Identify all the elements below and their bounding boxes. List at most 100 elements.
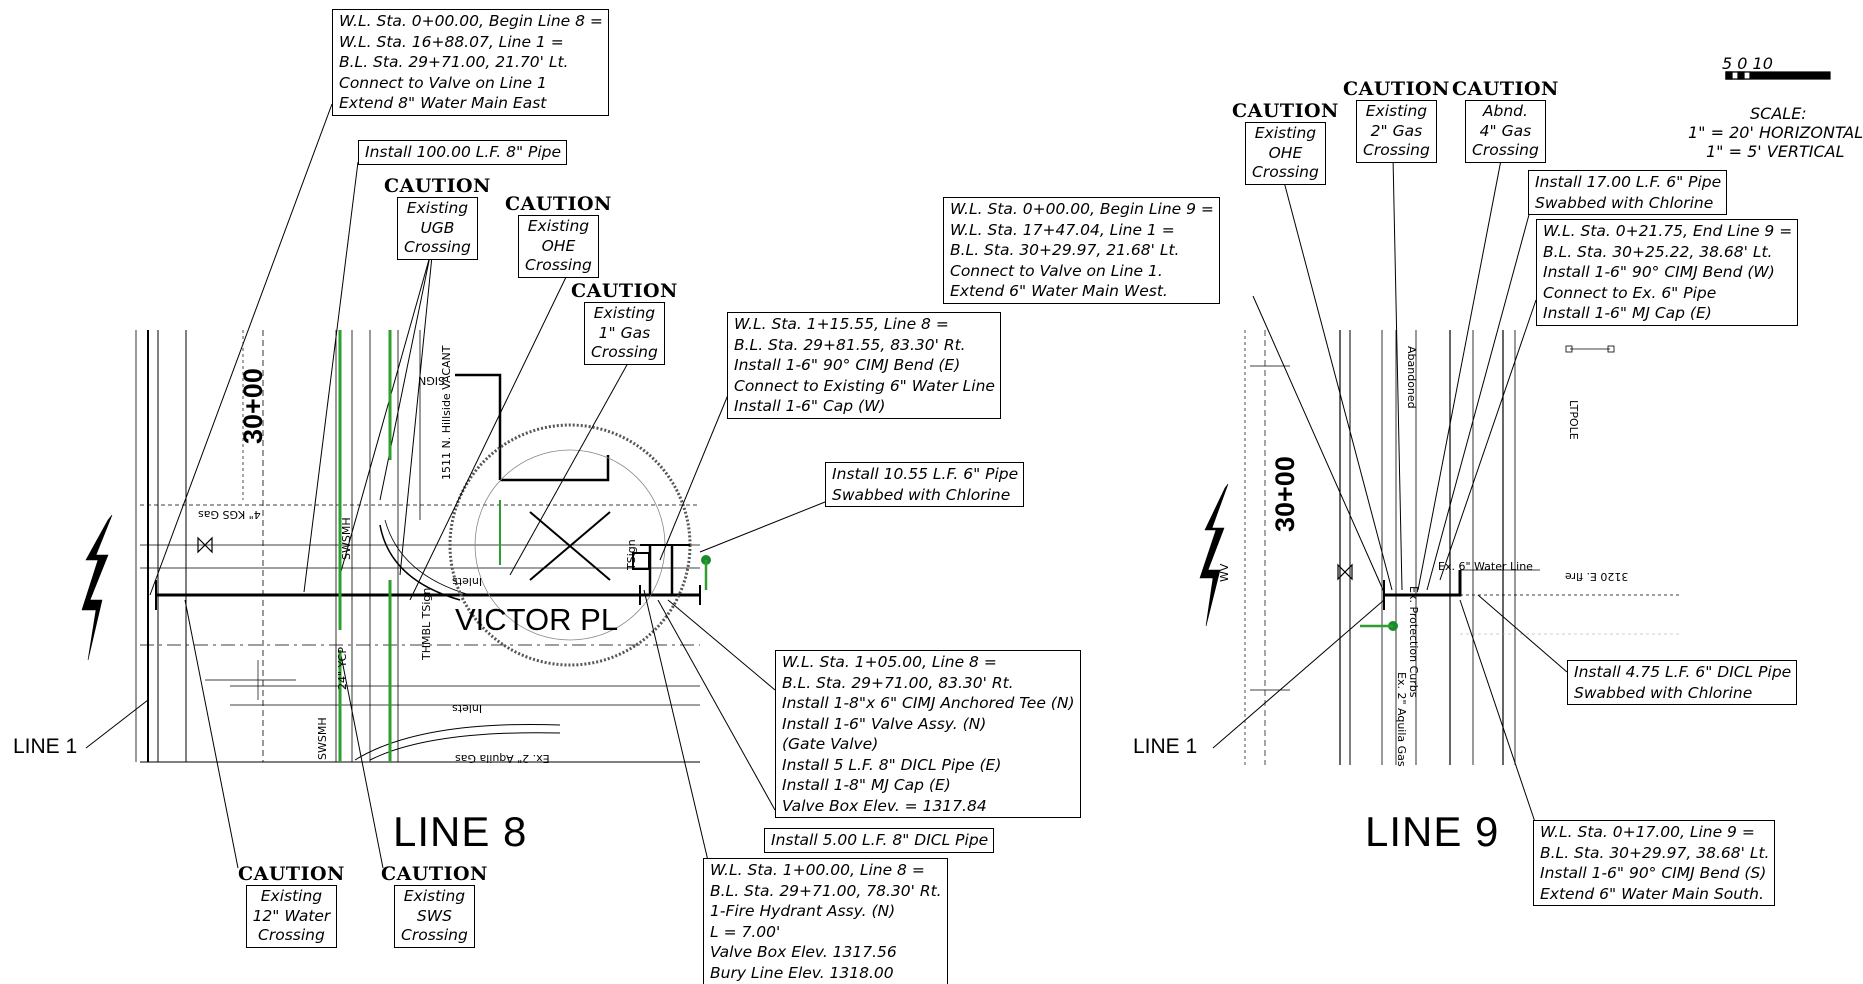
- caution-box: Existing 2" Gas Crossing: [1356, 100, 1437, 163]
- note-line9-017: W.L. Sta. 0+17.00, Line 9 = B.L. Sta. 30…: [1533, 820, 1776, 906]
- note-line9-begin: W.L. Sta. 0+00.00, Begin Line 9 = W.L. S…: [943, 197, 1220, 304]
- note-text: Connect to Valve on Line 1: [339, 73, 547, 92]
- note-text: B.L. Sta. 29+71.00, 78.30' Rt.: [710, 881, 942, 900]
- thmbl-label: THMBL TSign: [420, 587, 433, 660]
- caution-box: Existing 12" Water Crossing: [245, 885, 338, 948]
- tsign-label: TSign: [625, 539, 638, 570]
- note-text: B.L. Sta. 30+25.22, 38.68' Lt.: [1543, 242, 1773, 261]
- caution-title: CAUTION: [1232, 100, 1339, 122]
- note-line9-end: W.L. Sta. 0+21.75, End Line 9 = B.L. Sta…: [1536, 219, 1799, 326]
- caution-text: Existing: [1365, 102, 1428, 120]
- caution-text: Crossing: [591, 343, 658, 361]
- abandoned-label: Abandoned: [1405, 346, 1418, 409]
- caution-box: Existing 1" Gas Crossing: [584, 302, 665, 365]
- caution-text: OHE: [1268, 143, 1303, 162]
- caution-sws: CAUTION Existing SWS Crossing: [381, 863, 488, 948]
- caution-ohe-right: CAUTION Existing OHE Crossing: [1232, 100, 1339, 185]
- caution-water12: CAUTION Existing 12" Water Crossing: [238, 863, 345, 948]
- note-text: B.L. Sta. 29+71.00, 83.30' Rt.: [782, 673, 1014, 692]
- caution-text: Existing: [1254, 124, 1317, 142]
- inlets-label-bottom: Inlets: [452, 702, 483, 715]
- caution-text: 12" Water: [252, 906, 331, 925]
- wv-label: WV: [1218, 563, 1231, 582]
- note-install-1055: Install 10.55 L.F. 6" Pipe Swabbed with …: [825, 462, 1025, 507]
- note-text: Install 1-6" MJ Cap (E): [1543, 304, 1712, 322]
- ycp-label: 24" YCP: [336, 647, 349, 690]
- caution-ugb: CAUTION Existing UGB Crossing: [384, 175, 491, 260]
- note-text: Install 1-8"x 6" CIMJ Anchored Tee (N): [782, 694, 1075, 712]
- note-text: (Gate Valve): [782, 735, 879, 753]
- caution-text: Existing: [260, 887, 323, 905]
- caution-title: CAUTION: [1343, 78, 1450, 100]
- caution-text: Existing: [406, 199, 469, 217]
- note-text: W.L. Sta. 0+21.75, End Line 9 =: [1543, 222, 1793, 240]
- caution-text: 4" Gas: [1479, 121, 1532, 140]
- address-label: 3120 E. flre: [1565, 570, 1629, 583]
- note-text: B.L. Sta. 30+29.97, 21.68' Lt.: [950, 241, 1180, 259]
- caution-text: Crossing: [1363, 141, 1430, 159]
- station-label-right: 30+00: [1270, 456, 1300, 532]
- caution-box: Existing SWS Crossing: [394, 885, 475, 948]
- caution-text: Existing: [527, 217, 590, 235]
- plan-drawing: [81, 71, 1831, 869]
- ex-protection-label: Ex. Protection Curbs: [1407, 586, 1420, 698]
- caution-gas2: CAUTION Existing 2" Gas Crossing: [1343, 78, 1450, 163]
- note-text: Install 10.55 L.F. 6" Pipe: [832, 465, 1019, 483]
- hillside-label: 1511 N. Hillside VACANT: [440, 345, 453, 481]
- caution-text: Crossing: [525, 256, 592, 274]
- kgs-gas-label: 4" KGS Gas: [198, 508, 261, 521]
- caution-box: Existing OHE Crossing: [518, 215, 599, 278]
- note-text: Connect to Existing 6" Water Line: [734, 376, 995, 395]
- note-text: Install 5.00 L.F. 8" DICL Pipe: [771, 831, 989, 849]
- note-text: Install 4.75 L.F. 6" DICL Pipe: [1574, 663, 1792, 681]
- note-text: W.L. Sta. 0+17.00, Line 9 =: [1540, 823, 1755, 841]
- note-text: W.L. Sta. 0+00.00, Begin Line 9 =: [950, 200, 1214, 218]
- line1-tag-left: LINE 1: [13, 735, 78, 758]
- caution-text: 2" Gas: [1370, 121, 1423, 140]
- caution-title: CAUTION: [571, 280, 678, 302]
- note-text: Valve Box Elev. = 1317.84: [782, 796, 987, 815]
- note-text: Install 1-6" Cap (W): [734, 397, 886, 415]
- line8-title: LINE 8: [393, 808, 528, 855]
- caution-title: CAUTION: [505, 193, 612, 215]
- scale-title: SCALE:: [1750, 104, 1807, 123]
- note-text: Install 1-6" 90° CIMJ Bend (E): [734, 356, 961, 374]
- ex-water-line-label: Ex. 6" Water Line: [1438, 560, 1533, 573]
- note-text: Install 1-6" 90° CIMJ Bend (S): [1540, 864, 1767, 882]
- note-install-475: Install 4.75 L.F. 6" DICL Pipe Swabbed w…: [1567, 660, 1798, 705]
- caution-text: Crossing: [1252, 163, 1319, 181]
- note-text: Swabbed with Chlorine: [1535, 193, 1714, 212]
- swsmh-label-top: SWSMH: [340, 517, 353, 560]
- line1-tag-right: LINE 1: [1133, 735, 1198, 758]
- note-line8-115: W.L. Sta. 1+15.55, Line 8 = B.L. Sta. 29…: [727, 312, 1001, 419]
- note-text: Install 17.00 L.F. 6" Pipe: [1535, 173, 1722, 191]
- note-text: W.L. Sta. 17+47.04, Line 1 =: [950, 220, 1175, 239]
- caution-text: Existing: [403, 887, 466, 905]
- scale-horizontal: 1" = 20' HORIZONTAL: [1688, 123, 1863, 142]
- note-install-500: Install 5.00 L.F. 8" DICL Pipe: [764, 828, 995, 853]
- station-label-left: 30+00: [238, 368, 268, 444]
- caution-text: Crossing: [401, 926, 468, 944]
- caution-gas1: CAUTION Existing 1" Gas Crossing: [571, 280, 678, 365]
- note-text: Connect to Ex. 6" Pipe: [1543, 283, 1717, 302]
- note-text: Connect to Valve on Line 1.: [950, 261, 1163, 280]
- note-text: Install 1-8" MJ Cap (E): [782, 776, 951, 794]
- note-text: Valve Box Elev. 1317.56: [710, 943, 897, 961]
- inlets-label-top: Inlets: [452, 575, 483, 588]
- note-text: Extend 6" Water Main West.: [950, 282, 1168, 300]
- note-text: L = 7.00': [710, 922, 781, 941]
- line9-title: LINE 9: [1365, 808, 1500, 855]
- aquila-right-label: Ex. 2" Aquila Gas: [1395, 672, 1408, 767]
- note-text: W.L. Sta. 1+05.00, Line 8 =: [782, 653, 997, 671]
- note-text: W.L. Sta. 1+00.00, Line 8 =: [710, 861, 925, 879]
- note-text: Bury Line Elev. 1318.00: [710, 963, 894, 982]
- caution-text: Crossing: [404, 238, 471, 256]
- caution-box: Existing UGB Crossing: [397, 197, 478, 260]
- note-text: W.L. Sta. 0+00.00, Begin Line 8 =: [339, 12, 603, 30]
- note-install-1700: Install 17.00 L.F. 6" Pipe Swabbed with …: [1528, 170, 1728, 215]
- note-text: 1-Fire Hydrant Assy. (N): [710, 902, 896, 920]
- note-line8-begin: W.L. Sta. 0+00.00, Begin Line 8 = W.L. S…: [332, 9, 609, 116]
- note-text: Install 100.00 L.F. 8" Pipe: [365, 143, 562, 161]
- swsmh-label-bottom: SWSMH: [316, 717, 329, 760]
- caution-text: UGB: [420, 218, 455, 237]
